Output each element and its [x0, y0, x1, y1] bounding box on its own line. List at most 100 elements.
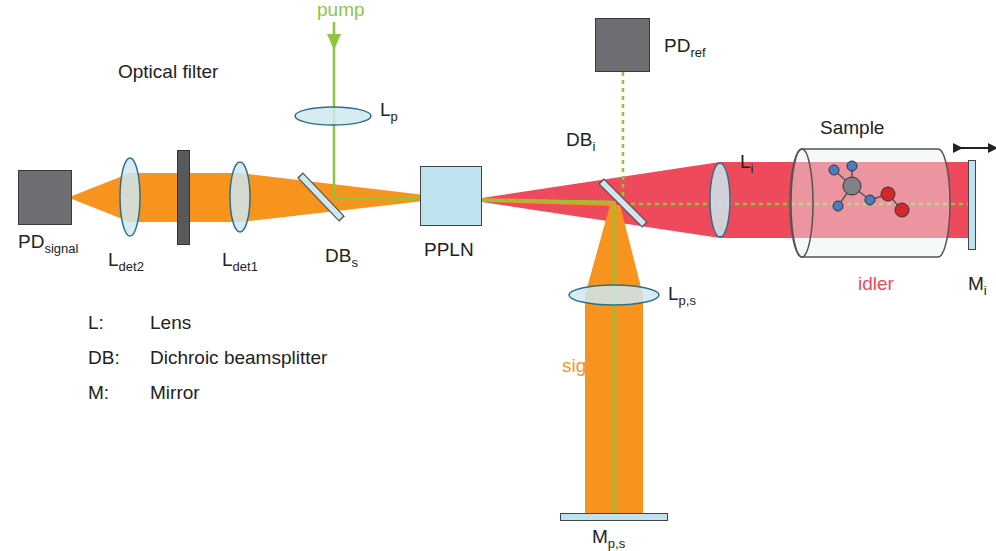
- optical-component: Mi: [968, 160, 976, 250]
- beam-label: idler: [858, 274, 894, 295]
- optical-component: Li: [709, 162, 731, 238]
- component-shape: [420, 166, 482, 226]
- optical-component: PDsignal: [18, 170, 72, 225]
- subscript: p: [391, 109, 398, 124]
- molecule-atom: [847, 161, 857, 171]
- mirror-plate: [561, 514, 668, 521]
- component-name: M: [592, 526, 608, 547]
- subscript: signal: [44, 241, 78, 256]
- lens-shape: [120, 158, 140, 236]
- sample-window: [791, 149, 813, 257]
- lens-shape: [569, 285, 659, 305]
- beamsplitter-plate: [301, 176, 341, 218]
- legend-text: Mirror: [150, 383, 200, 404]
- component-label: Sample: [820, 118, 884, 139]
- component-label: Ldet2: [108, 250, 144, 274]
- translation-arrow: [958, 147, 993, 149]
- legend-key: L:: [88, 313, 104, 334]
- optical-component: Mp,s: [560, 513, 668, 521]
- subscript: det1: [233, 259, 258, 274]
- optical-component: DBs: [297, 172, 345, 222]
- molecule-atom: [833, 201, 843, 211]
- component-shape: [177, 150, 190, 245]
- component-name: L: [668, 283, 679, 304]
- optical-component: DBi: [598, 178, 648, 228]
- component-name: PD: [18, 231, 44, 252]
- lens-shape: [295, 107, 371, 125]
- component-name: PD: [664, 35, 690, 56]
- optical-component: Ldet2: [119, 157, 141, 237]
- beam-label: signal: [562, 356, 612, 377]
- molecule-atom: [829, 165, 839, 175]
- component-shape: [229, 161, 251, 233]
- legend-key: DB:: [88, 348, 120, 369]
- molecule-atom: [843, 177, 861, 195]
- component-label: PDsignal: [18, 232, 78, 256]
- beamsplitter-edge: [300, 175, 342, 219]
- component-name: Optical filter: [118, 61, 218, 82]
- component-shape: [119, 157, 141, 237]
- component-label: PDref: [664, 36, 706, 60]
- component-label: Mp,s: [592, 527, 625, 551]
- component-shape: [709, 162, 731, 238]
- component-shape: [297, 172, 345, 222]
- component-label: Lp,s: [668, 284, 696, 308]
- pump-beam: [613, 204, 616, 513]
- optical-component: Ldet1: [229, 161, 251, 233]
- lens-shape: [710, 163, 730, 237]
- component-shape: [968, 160, 976, 250]
- beam-label: pump: [317, 0, 365, 21]
- beamsplitter-edge: [601, 181, 645, 225]
- component-shape: [294, 106, 372, 126]
- component-name: Sample: [820, 117, 884, 138]
- component-label: Mi: [968, 274, 987, 298]
- component-name: L: [222, 249, 233, 270]
- legend-text: Dichroic beamsplitter: [150, 348, 327, 369]
- mirror-plate: [969, 161, 976, 250]
- molecule-atom: [865, 195, 875, 205]
- pump-arrowhead: [327, 34, 341, 50]
- subscript: i: [751, 161, 754, 176]
- component-name: L: [108, 249, 119, 270]
- optical-component: Lp: [294, 106, 372, 126]
- subscript: i: [592, 139, 595, 154]
- optical-component: Lp,s: [568, 284, 660, 306]
- component-shape: [568, 284, 660, 306]
- component-label: Ldet1: [222, 250, 258, 274]
- component-label: Optical filter: [118, 62, 218, 83]
- legend-key: M:: [88, 383, 109, 404]
- subscript: det2: [119, 259, 144, 274]
- component-shape: [790, 148, 950, 258]
- component-name: DB: [325, 245, 351, 266]
- optical-component: Optical filter: [177, 150, 190, 245]
- lens-shape: [230, 162, 250, 232]
- component-shape: [595, 18, 650, 72]
- component-name: PPLN: [424, 239, 474, 260]
- subscript: p,s: [608, 536, 625, 551]
- crystal-box: [421, 167, 482, 226]
- molecule-atom: [881, 187, 895, 201]
- subscript: s: [351, 255, 358, 270]
- component-label: PPLN: [424, 240, 474, 261]
- reference-beam: [622, 72, 625, 202]
- subscript: p,s: [679, 293, 696, 308]
- photodiode-box: [596, 19, 650, 72]
- legend-text: Lens: [150, 313, 191, 334]
- component-name: DB: [566, 129, 592, 150]
- photodiode-box: [19, 171, 72, 225]
- component-label: Li: [740, 152, 753, 176]
- beamsplitter-plate: [602, 182, 644, 224]
- component-shape: [598, 178, 648, 228]
- optical-component: Sample: [790, 148, 950, 258]
- component-name: L: [380, 99, 391, 120]
- component-shape: [560, 513, 668, 521]
- optical-component: PPLN: [420, 166, 482, 226]
- sample-cell: [790, 149, 950, 257]
- component-name: L: [740, 151, 751, 172]
- component-name: M: [968, 273, 984, 294]
- subscript: ref: [690, 45, 705, 60]
- optical-component: PDref: [595, 18, 650, 72]
- component-label: Lp: [380, 100, 398, 124]
